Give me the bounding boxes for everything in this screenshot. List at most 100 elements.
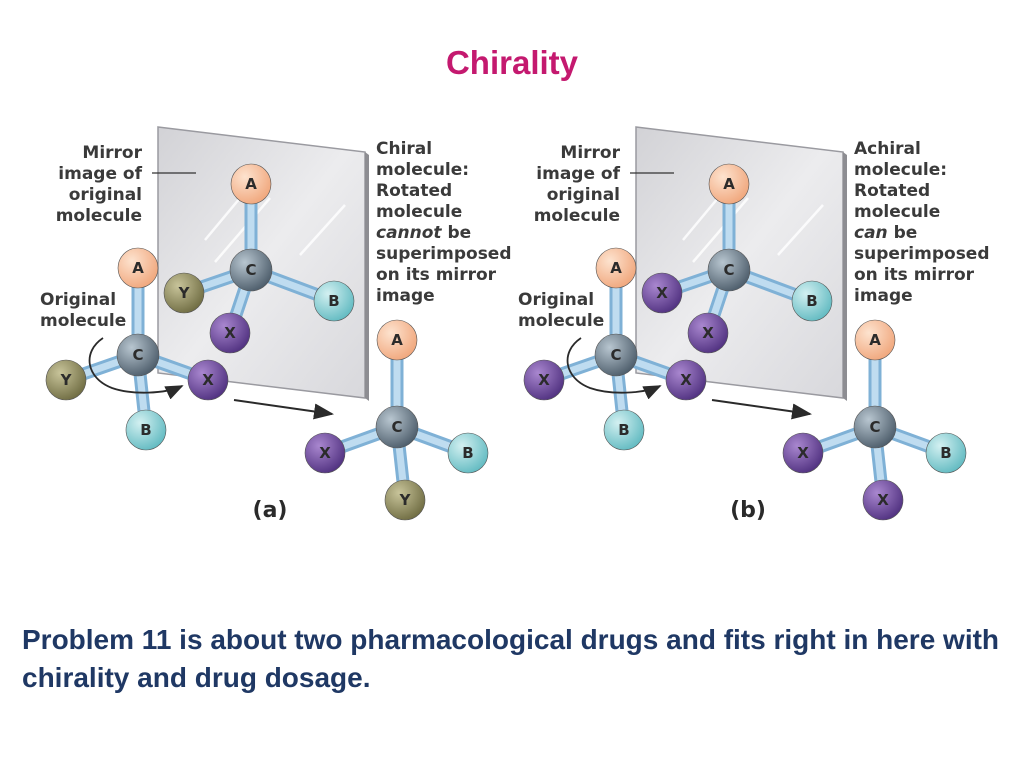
rotated-molecule-atom-bottom-letter: X [877, 491, 889, 509]
caption-line-6: on its mirror [376, 265, 497, 285]
rotated-molecule-atom-left [782, 432, 824, 474]
rotated-molecule-atom-center-letter: C [391, 418, 402, 436]
mirror-label-line-3: molecule [534, 206, 620, 226]
original-molecule-atom-center [594, 333, 638, 377]
original-molecule-atom-right [187, 359, 229, 401]
original-molecule-atom-left [523, 359, 565, 401]
rotated-molecule-atom-left [304, 432, 346, 474]
rotated-molecule-atom-left-letter: X [319, 444, 331, 462]
caption-line-0: Achiral [854, 139, 921, 159]
panel-label: (a) [253, 498, 288, 523]
rotated-molecule-atom-center [853, 405, 897, 449]
original-molecule-atom-right [665, 359, 707, 401]
mirror-molecule-atom-top [230, 163, 272, 205]
mirror-molecule-atom-top-letter: A [245, 175, 257, 193]
caption-line-4: cannot be [376, 223, 471, 243]
caption-line-3: molecule [376, 202, 462, 222]
rotated-molecule-atom-top-letter: A [869, 331, 881, 349]
original-molecule-atom-top [595, 247, 637, 289]
original-molecule-atom-bottom [603, 409, 645, 451]
mirror-reflection-2 [777, 204, 824, 256]
mirror-molecule-atom-bottom-letter: X [702, 324, 714, 342]
mirror-label-line-1: image of [536, 164, 620, 184]
original-molecule-atom-left-letter: Y [60, 371, 73, 389]
mirror-label-line-0: Mirror [560, 143, 620, 163]
transform-arrow [711, 399, 812, 420]
rotated-molecule-atom-right-letter: B [462, 444, 473, 462]
rotated-molecule-atom-right [925, 432, 967, 474]
slide-title: Chirality [445, 44, 579, 81]
mirror-molecule-atom-top [708, 163, 750, 205]
mirror-label-line-3: molecule [56, 206, 142, 226]
mirror-molecule-atom-right-letter: B [328, 292, 339, 310]
rotated-molecule-atom-bottom-letter: Y [399, 491, 412, 509]
original-molecule-atom-top [117, 247, 159, 289]
caption-line-1: molecule: [376, 160, 469, 180]
rotated-molecule-atom-center [375, 405, 419, 449]
mirror-molecule-atom-left [641, 272, 683, 314]
caption-line-1: molecule: [854, 160, 947, 180]
rotated-molecule-atom-left-letter: X [797, 444, 809, 462]
mirror-molecule-atom-right-letter: B [806, 292, 817, 310]
transform-arrow [233, 399, 334, 420]
rotation-arrow [566, 337, 662, 400]
original-molecule-atom-center-letter: C [610, 346, 621, 364]
mirror-molecule-atom-left [163, 272, 205, 314]
original-molecule-atom-center [116, 333, 160, 377]
original-label-line-1: molecule [40, 311, 126, 331]
mirror-molecule-atom-left-letter: X [656, 284, 668, 302]
mirror-molecule-atom-center [707, 248, 751, 292]
mirror-molecule-atom-center-letter: C [245, 261, 256, 279]
caption-line-2: Rotated [376, 181, 452, 201]
rotation-arrow [88, 337, 184, 400]
rotated-molecule-atom-top-letter: A [391, 331, 403, 349]
mirror-label-line-0: Mirror [82, 143, 142, 163]
mirror-edge [843, 152, 847, 401]
original-molecule-atom-top-letter: A [132, 259, 144, 277]
mirror-molecule-atom-bottom-letter: X [224, 324, 236, 342]
caption-line-7: image [376, 286, 435, 306]
mirror-molecule-atom-left-letter: Y [178, 284, 191, 302]
mirror-molecule-atom-bottom [687, 312, 729, 354]
mirror-label-line-1: image of [58, 164, 142, 184]
mirror-label-line-2: original [69, 185, 142, 205]
mirror-reflection-2 [299, 204, 346, 256]
rotated-molecule-atom-right-letter: B [940, 444, 951, 462]
caption-line-0: Chiral [376, 139, 432, 159]
caption-line-5: superimposed [376, 244, 512, 264]
caption-line-3: molecule [854, 202, 940, 222]
original-molecule-atom-top-letter: A [610, 259, 622, 277]
original-molecule-atom-left [45, 359, 87, 401]
rotated-molecule-atom-bottom [384, 479, 426, 521]
original-molecule-atom-center-letter: C [132, 346, 143, 364]
caption-line-5: superimposed [854, 244, 990, 264]
mirror-reflection-1 [214, 197, 271, 263]
mirror-molecule-atom-right [791, 280, 833, 322]
rotated-molecule-atom-top [376, 319, 418, 361]
footer-note: Problem 11 is about two pharmacological … [22, 624, 1000, 693]
mirror-reflection-1 [692, 197, 749, 263]
mirror-molecule-atom-bottom [209, 312, 251, 354]
mirror-molecule-atom-right [313, 280, 355, 322]
original-molecule-atom-bottom [125, 409, 167, 451]
panel-label: (b) [730, 498, 766, 523]
caption-line-6: on its mirror [854, 265, 975, 285]
mirror-molecule-atom-center [229, 248, 273, 292]
original-label-line-0: Original [518, 290, 594, 310]
original-label-line-1: molecule [518, 311, 604, 331]
original-molecule-atom-bottom-letter: B [618, 421, 629, 439]
mirror-molecule-atom-center-letter: C [723, 261, 734, 279]
original-molecule-atom-right-letter: X [680, 371, 692, 389]
mirror-edge [365, 152, 369, 401]
rotated-molecule-atom-bottom [862, 479, 904, 521]
rotated-molecule-atom-right [447, 432, 489, 474]
caption-line-4: can be [854, 223, 917, 243]
caption-line-2: Rotated [854, 181, 930, 201]
original-molecule-atom-bottom-letter: B [140, 421, 151, 439]
original-label-line-0: Original [40, 290, 116, 310]
mirror-label-line-2: original [547, 185, 620, 205]
rotated-molecule-atom-top [854, 319, 896, 361]
